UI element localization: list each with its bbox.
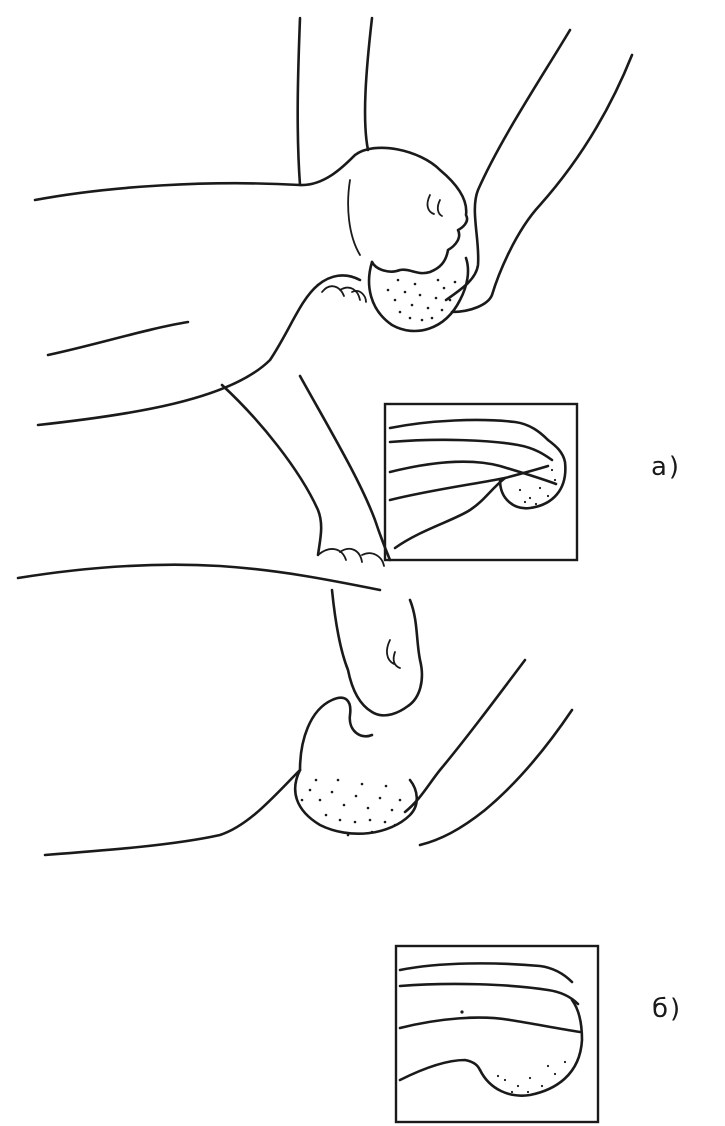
patient-b-head-outline (332, 590, 422, 715)
patient-b-ear (387, 640, 400, 668)
rescuer-arm-right-edge (365, 18, 372, 150)
inset-b-dot (460, 1010, 463, 1013)
patient-back-line (35, 155, 355, 200)
patient-cheek (348, 180, 360, 255)
rescuer-forearm-a (452, 55, 632, 312)
panel-a-illustration (35, 18, 632, 425)
patient-chest-line (38, 285, 318, 425)
rescuer-fingers-b (318, 549, 384, 566)
rescuer-forearm-b (420, 710, 572, 845)
inset-b-frame (396, 946, 598, 1122)
patient-b-lower-line (45, 770, 300, 855)
rescuer-hand-a (446, 30, 570, 300)
patient-head-outline (355, 148, 467, 273)
panel-label-b: б) (652, 994, 682, 1024)
rescuer-fingers-a (322, 286, 366, 302)
patient-arm-line (48, 322, 188, 355)
patient-b-skull (295, 770, 417, 834)
patient-neck-line (318, 275, 360, 285)
patient-b-back-line (18, 565, 380, 590)
rescuer-arm-b-right (300, 376, 390, 560)
panel-a-inset (385, 404, 577, 560)
panel-b-inset (396, 946, 598, 1122)
patient-ear (427, 195, 442, 216)
skull-stipple-b (301, 779, 402, 837)
patient-b-face (300, 698, 372, 770)
rescuer-arm-left-edge (298, 18, 300, 185)
rescuer-arm-b-left (222, 385, 321, 555)
panel-label-a: а) (651, 452, 681, 482)
